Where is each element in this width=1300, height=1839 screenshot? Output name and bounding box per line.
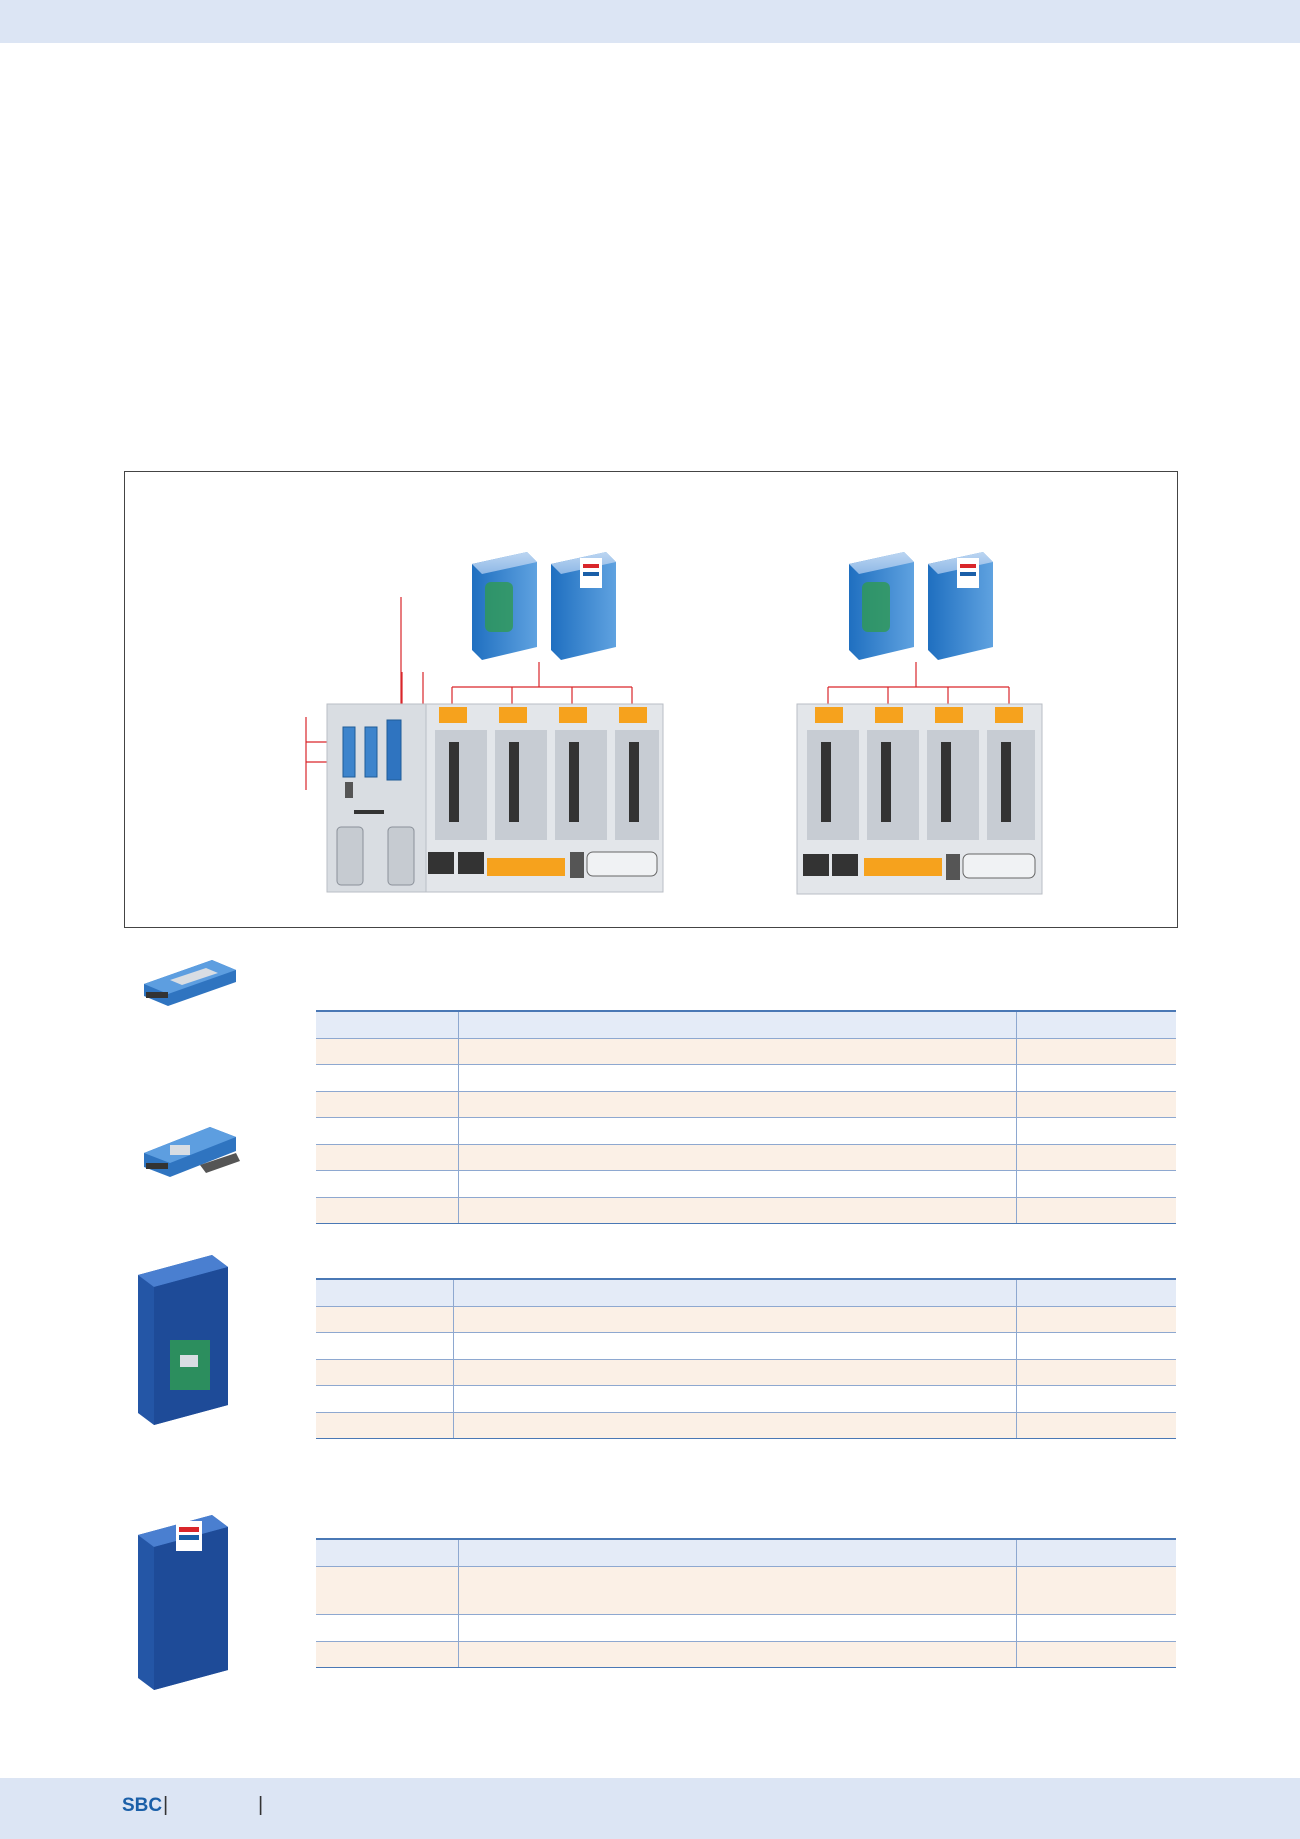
table-row: [316, 1306, 1176, 1333]
table-cell: [316, 1038, 459, 1065]
table-row: [316, 1641, 1176, 1668]
table-row: [316, 1144, 1176, 1171]
table-cell: [316, 1197, 459, 1224]
right-plugin-modules: [849, 552, 993, 660]
left-plugin-modules: [472, 552, 616, 660]
table-row: [316, 1566, 1176, 1615]
table-cell: [458, 1144, 1017, 1171]
table-cell: [316, 1144, 459, 1171]
table-cell: [458, 1197, 1017, 1224]
table-cell: [1016, 1144, 1176, 1171]
table-row: [316, 1091, 1176, 1118]
table-row: [316, 1614, 1176, 1642]
table-header-row: [316, 1538, 1176, 1567]
table-row: [316, 1064, 1176, 1092]
table-cell: [1016, 1385, 1176, 1413]
sd-card-module-image: [140, 1115, 240, 1185]
table-cell: [316, 1091, 459, 1118]
footer-band: [0, 1778, 1300, 1839]
header-cell: [453, 1278, 1017, 1307]
header-cell: [1016, 1010, 1176, 1039]
flash-memory-module-image: [140, 950, 240, 1010]
header-cell: [316, 1278, 454, 1307]
spec-table-1: [316, 1010, 1176, 1224]
table-cell: [316, 1064, 459, 1092]
table-cell: [316, 1641, 459, 1668]
table-cell: [453, 1306, 1017, 1333]
spec-table-3: [316, 1538, 1176, 1668]
table-row: [316, 1170, 1176, 1198]
controller-illustration: [305, 552, 1043, 895]
table-cell: [458, 1566, 1017, 1615]
table-cell: [1016, 1614, 1176, 1642]
table-row: [316, 1385, 1176, 1413]
table-cell: [316, 1306, 454, 1333]
footer-separator: |: [258, 1794, 264, 1816]
table-cell: [316, 1412, 454, 1439]
table-row: [316, 1359, 1176, 1386]
table-cell: [458, 1091, 1017, 1118]
table-cell: [458, 1038, 1017, 1065]
table-cell: [453, 1359, 1017, 1386]
table-cell: [1016, 1038, 1176, 1065]
table-cell: [1016, 1359, 1176, 1386]
table-cell: [316, 1359, 454, 1386]
header-cell: [1016, 1538, 1176, 1567]
table-cell: [453, 1332, 1017, 1360]
table-cell: [453, 1385, 1017, 1413]
table-cell: [458, 1614, 1017, 1642]
right-callout-lines: [827, 662, 1010, 707]
header-cell: [458, 1010, 1017, 1039]
header-cell: [1016, 1278, 1176, 1307]
table-row: [316, 1332, 1176, 1360]
table-cell: [1016, 1566, 1176, 1615]
table-cell: [1016, 1306, 1176, 1333]
table-header-row: [316, 1278, 1176, 1307]
table-cell: [1016, 1412, 1176, 1439]
header-cell: [316, 1010, 459, 1039]
plug-in-module-with-flash-image: [132, 1255, 232, 1425]
table-cell: [1016, 1641, 1176, 1668]
table-cell: [458, 1170, 1017, 1198]
table-header-row: [316, 1010, 1176, 1039]
table-row: [316, 1412, 1176, 1439]
table-cell: [316, 1614, 459, 1642]
table-cell: [316, 1385, 454, 1413]
table-row: [316, 1038, 1176, 1065]
table-cell: [458, 1641, 1017, 1668]
header-cell: [458, 1538, 1017, 1567]
spec-table-2: [316, 1278, 1176, 1439]
table-cell: [316, 1170, 459, 1198]
table-cell: [316, 1566, 459, 1615]
table-cell: [1016, 1197, 1176, 1224]
plug-in-module-with-sd-card-image: [132, 1515, 232, 1690]
table-cell: [458, 1117, 1017, 1145]
right-base-unit: [796, 703, 1043, 895]
top-band: [0, 0, 1300, 43]
table-cell: [458, 1064, 1017, 1092]
footer-brand-logo: SBC: [122, 1795, 163, 1816]
table-row: [316, 1117, 1176, 1145]
table-row: [316, 1197, 1176, 1224]
table-cell: [1016, 1117, 1176, 1145]
table-cell: [1016, 1170, 1176, 1198]
table-cell: [1016, 1064, 1176, 1092]
table-cell: [316, 1332, 454, 1360]
hardware-diagram: [124, 471, 1178, 928]
header-cell: [316, 1538, 459, 1567]
table-cell: [1016, 1332, 1176, 1360]
table-cell: [1016, 1091, 1176, 1118]
table-cell: [316, 1117, 459, 1145]
left-base-unit: [326, 703, 664, 893]
footer-separator: |: [163, 1794, 169, 1816]
table-cell: [453, 1412, 1017, 1439]
